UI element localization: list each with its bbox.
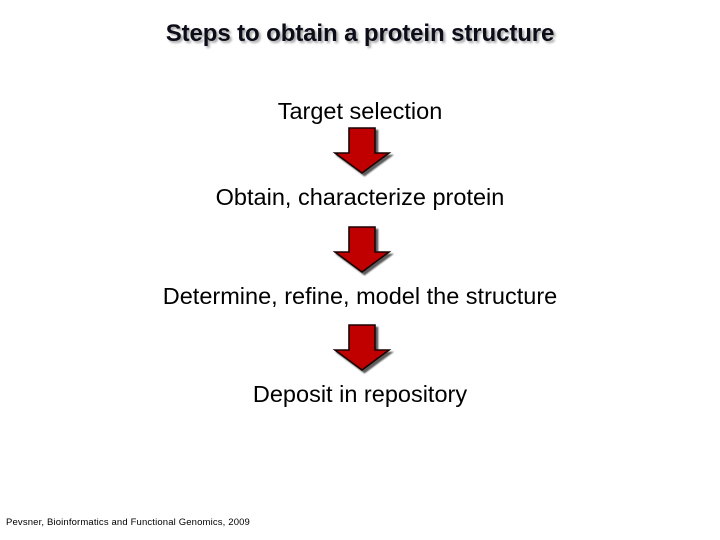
spacer (0, 311, 720, 323)
flow-step-3: Determine, refine, model the structure (162, 283, 558, 309)
down-arrow-icon (331, 225, 393, 275)
flow-connector-3 (0, 323, 720, 379)
flow-connector-2 (0, 225, 720, 281)
down-arrow-icon (331, 126, 393, 176)
page-title: Steps to obtain a protein structure (165, 20, 555, 47)
source-citation: Pevsner, Bioinformatics and Functional G… (6, 517, 250, 528)
spacer (0, 212, 720, 225)
flow-step-2: Obtain, characterize protein (215, 184, 505, 210)
down-arrow-icon (331, 323, 393, 373)
flow-step-4: Deposit in repository (252, 381, 468, 407)
flow-connector-1 (0, 126, 720, 182)
process-flow-diagram: Target selection Obtain, characterize pr… (0, 96, 720, 409)
flow-step-1: Target selection (277, 98, 443, 124)
